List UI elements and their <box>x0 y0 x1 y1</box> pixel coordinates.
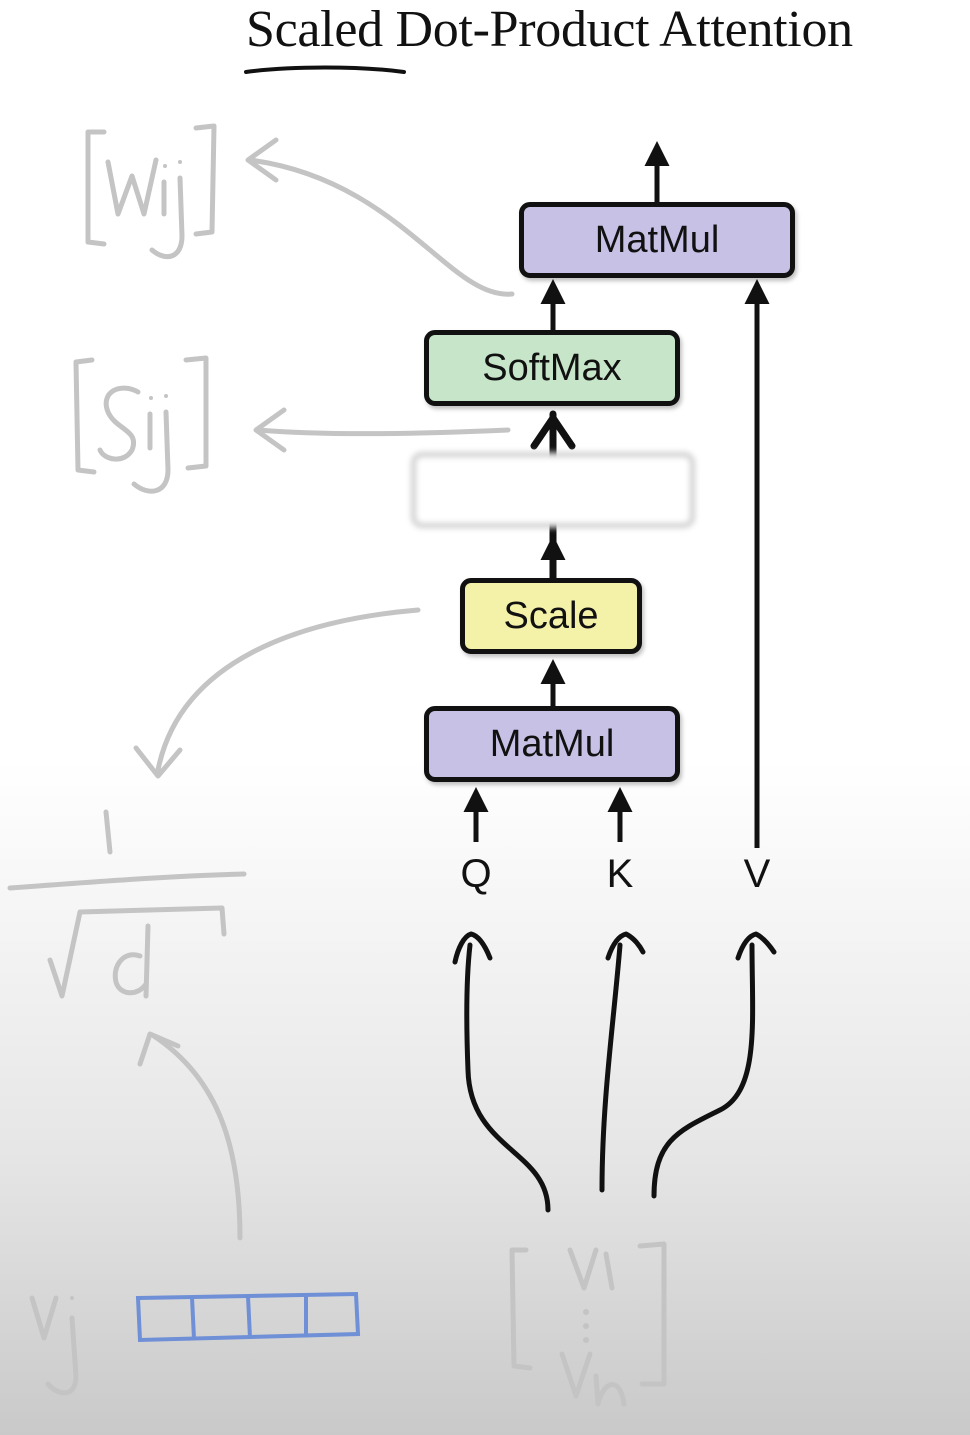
diagram-title: Scaled Dot-Product Attention <box>246 1 853 58</box>
hook-k <box>605 931 646 961</box>
arrow-to-wij <box>247 157 515 297</box>
input-q-label: Q <box>460 852 492 896</box>
dot-1 <box>583 1309 589 1315</box>
arrowhead-softmax <box>530 414 576 450</box>
glyph-vn <box>559 1351 627 1407</box>
arrowhead-vj-to-d <box>137 1031 181 1067</box>
glyph-d <box>112 923 151 999</box>
bracket-vn-left <box>509 1247 533 1371</box>
bracket-sij-left <box>73 357 97 475</box>
curve-to-k <box>599 942 623 1193</box>
arrowhead-wij <box>245 137 279 183</box>
arrowhead-sij <box>253 407 287 453</box>
dot-3 <box>583 1337 589 1343</box>
curve-to-q <box>464 942 551 1213</box>
glyph-j-w <box>149 175 185 260</box>
matmul-bottom-block: MatMul <box>424 706 680 782</box>
bracket-sij-right <box>183 355 209 471</box>
scale-block: Scale <box>460 578 642 654</box>
fraction-line <box>7 871 247 891</box>
glyph-w <box>105 157 159 217</box>
arrow-to-sij <box>255 427 511 437</box>
bracket-wij-left <box>85 129 107 247</box>
arrowhead-scale-factor <box>133 745 183 779</box>
hook-q <box>452 931 493 965</box>
dot-2 <box>583 1323 589 1329</box>
mask-block <box>411 452 695 528</box>
arrow-to-scale-factor <box>155 607 421 773</box>
glyph-v1 <box>567 1247 615 1291</box>
bracket-vn-right <box>637 1241 667 1387</box>
glyph-one <box>103 809 113 855</box>
bracket-wij-right <box>193 123 217 237</box>
matmul-top-block: MatMul <box>519 202 795 278</box>
sqrt-sign <box>47 905 227 999</box>
glyph-s <box>97 385 141 462</box>
hook-v <box>735 931 777 961</box>
input-v-label: V <box>743 852 771 896</box>
glyph-j-vj <box>45 1315 79 1396</box>
arrow-vj-to-d <box>151 1033 243 1241</box>
glyph-j-s <box>131 409 171 494</box>
input-k-label: K <box>606 852 634 896</box>
glyph-v-j <box>29 1295 59 1341</box>
title-underline <box>244 65 406 74</box>
curve-to-v <box>651 942 756 1199</box>
vector-cells <box>135 1291 361 1343</box>
softmax-block: SoftMax <box>424 330 680 406</box>
